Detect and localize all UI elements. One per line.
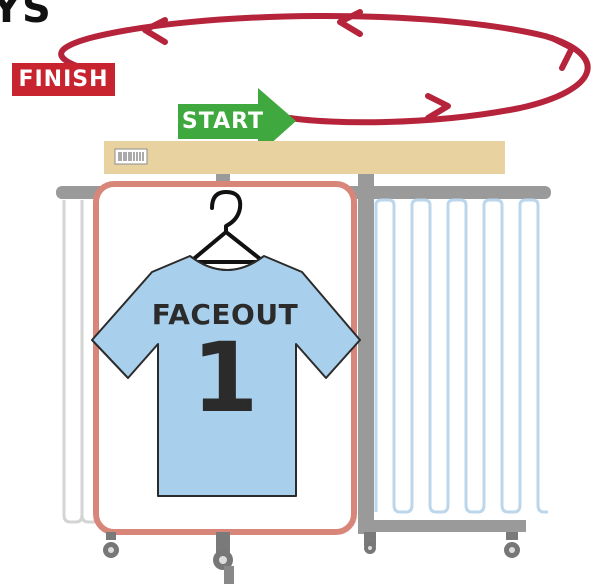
loop-arrow	[61, 16, 587, 122]
barcode-icon	[115, 149, 147, 164]
right-rail-garments	[376, 200, 548, 512]
start-label: START	[180, 104, 266, 139]
finish-label: FINISH	[12, 63, 115, 96]
shelf	[104, 141, 505, 174]
shirt-number: 1	[170, 330, 280, 426]
caster-wheel-icon	[103, 532, 520, 584]
